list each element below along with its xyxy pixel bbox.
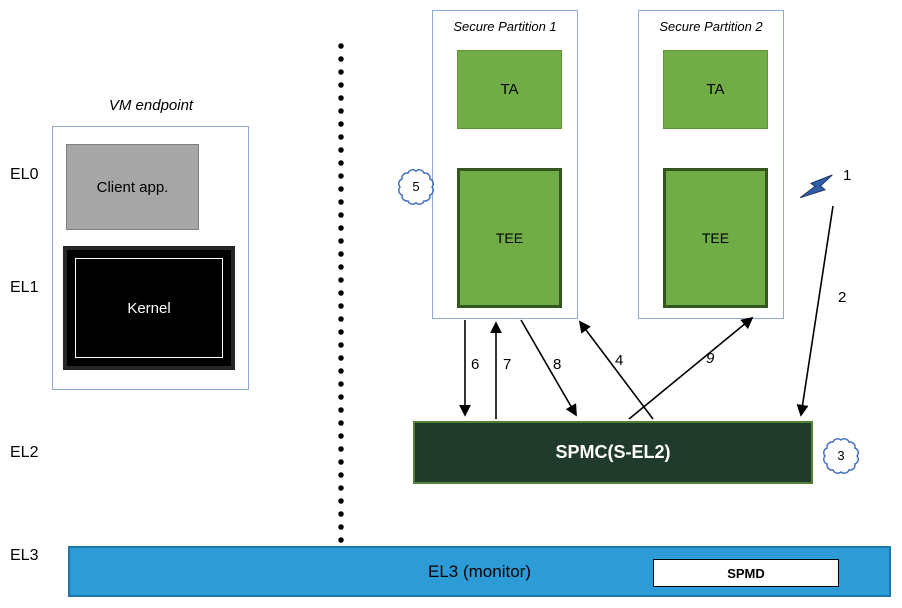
tee-label: TEE <box>495 230 524 246</box>
flow-label-5: 5 <box>412 179 420 194</box>
arrow-9 <box>628 316 754 420</box>
el3-monitor-label: EL3 (monitor) <box>428 561 531 581</box>
kernel-inner-border <box>75 258 223 358</box>
el3-label: EL3 <box>10 547 39 564</box>
secure-partition-2-title: Secure Partition 2 <box>659 19 763 34</box>
ta-label: TA <box>500 81 519 98</box>
tee-label: TEE <box>701 230 730 246</box>
tee-box-partition-2: TEE <box>663 168 768 308</box>
flow-label-8: 8 <box>553 356 562 373</box>
arrow-8 <box>520 319 577 417</box>
el2-label: EL2 <box>10 444 39 461</box>
kernel-box: Kernel <box>63 246 235 370</box>
lightning-bolt-icon <box>799 174 833 199</box>
ta-label: TA <box>706 81 725 98</box>
ta-box-partition-1: TA <box>457 50 562 129</box>
spmd-label: SPMD <box>727 565 765 581</box>
arrow-4 <box>578 320 654 420</box>
arrow-2 <box>796 205 834 417</box>
el1-label: EL1 <box>10 279 39 296</box>
flow-label-7: 7 <box>503 356 512 373</box>
kernel-label: Kernel <box>127 299 171 317</box>
flow-label-3: 3 <box>837 448 845 463</box>
spmc-label: SPMC(S-EL2) <box>555 442 671 462</box>
flow-label-1: 1 <box>843 167 852 184</box>
vm-endpoint-title: VM endpoint <box>108 97 194 114</box>
ta-box-partition-2: TA <box>663 50 768 129</box>
spmd-box: SPMD <box>653 559 839 587</box>
client-app-label: Client app. <box>96 178 169 196</box>
secure-partition-1-title: Secure Partition 1 <box>453 19 557 34</box>
flow-label-6: 6 <box>471 356 480 373</box>
flow-label-4: 4 <box>615 352 624 369</box>
spmc-bar: SPMC(S-EL2) <box>413 421 813 484</box>
client-app-box: Client app. <box>66 144 199 230</box>
el0-label: EL0 <box>10 166 39 183</box>
flow-label-9: 9 <box>706 350 715 367</box>
tee-box-partition-1: TEE <box>457 168 562 308</box>
flow-label-2: 2 <box>838 289 847 306</box>
